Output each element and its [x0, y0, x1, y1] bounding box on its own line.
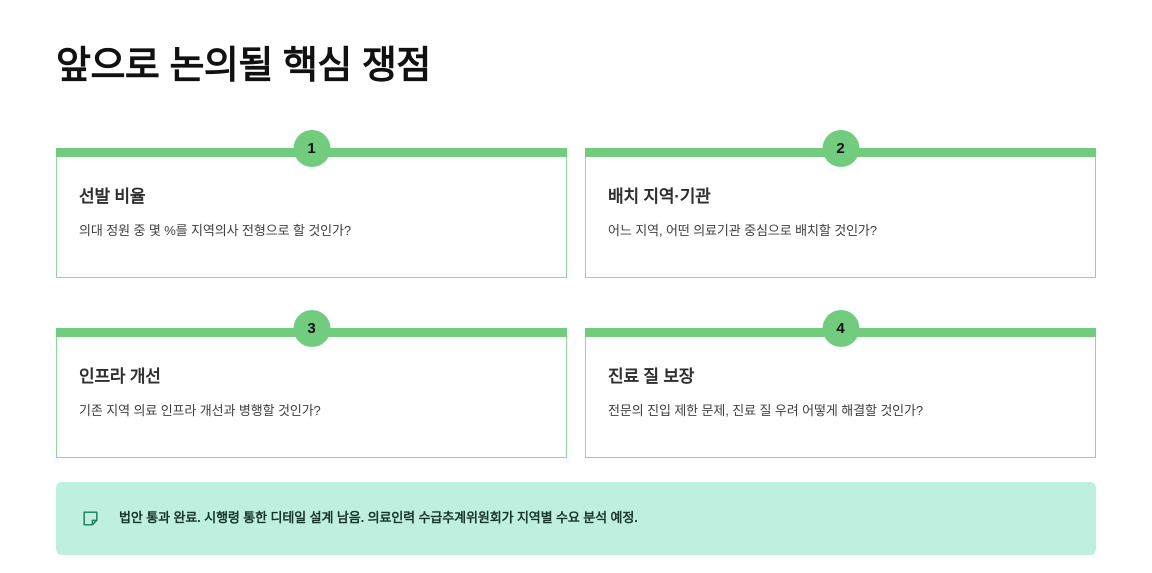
card-number-badge: 4: [822, 310, 859, 347]
sticky-note-icon: [83, 511, 98, 526]
issue-card-2[interactable]: 2 배치 지역·기관 어느 지역, 어떤 의료기관 중심으로 배치할 것인가?: [584, 130, 1097, 278]
card-title: 선발 비율: [79, 187, 146, 206]
issue-card-3[interactable]: 3 인프라 개선 기존 지역 의료 인프라 개선과 병행할 것인가?: [55, 310, 568, 458]
card-title: 배치 지역·기관: [608, 187, 711, 206]
footer-note-text: 법안 통과 완료. 시행령 통한 디테일 설계 남음. 의료인력 수급추계위원회…: [119, 510, 638, 526]
footer-note-bar: 법안 통과 완료. 시행령 통한 디테일 설계 남음. 의료인력 수급추계위원회…: [56, 482, 1096, 555]
card-description: 의대 정원 중 몇 %를 지역의사 전형으로 할 것인가?: [79, 223, 352, 239]
card-description: 어느 지역, 어떤 의료기관 중심으로 배치할 것인가?: [608, 223, 877, 239]
card-description: 기존 지역 의료 인프라 개선과 병행할 것인가?: [79, 403, 321, 419]
card-description: 전문의 진입 제한 문제, 진료 질 우려 어떻게 해결할 것인가?: [608, 403, 924, 419]
issue-card-4[interactable]: 4 진료 질 보장 전문의 진입 제한 문제, 진료 질 우려 어떻게 해결할 …: [584, 310, 1097, 458]
card-number-badge: 2: [822, 130, 859, 167]
issue-card-1[interactable]: 1 선발 비율 의대 정원 중 몇 %를 지역의사 전형으로 할 것인가?: [55, 130, 568, 278]
issue-card-grid: 1 선발 비율 의대 정원 중 몇 %를 지역의사 전형으로 할 것인가? 2 …: [55, 130, 1097, 458]
card-title: 진료 질 보장: [608, 367, 695, 386]
card-number-badge: 1: [293, 130, 330, 167]
page-title: 앞으로 논의될 핵심 쟁점: [56, 45, 431, 88]
card-number-badge: 3: [293, 310, 330, 347]
card-title: 인프라 개선: [79, 367, 161, 386]
